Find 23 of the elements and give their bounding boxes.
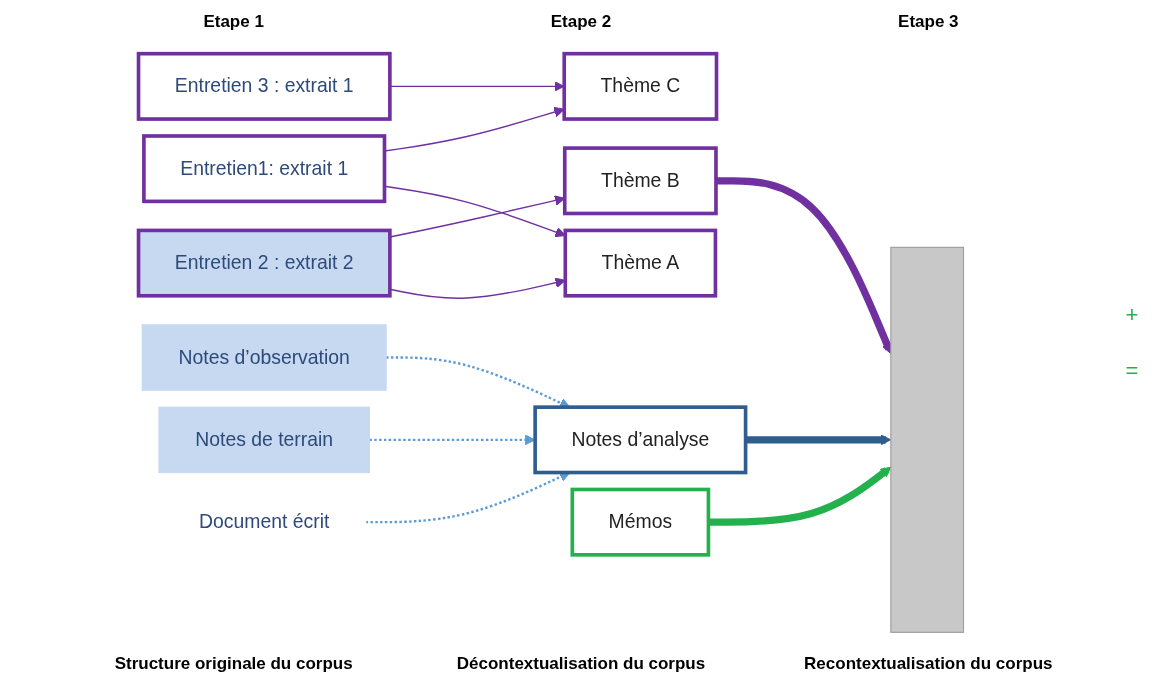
node-box: Entretien 2 : extrait 2 <box>136 228 392 298</box>
stage-caption: Recontextualisation du corpus <box>803 654 1054 674</box>
operator-sign: + <box>1125 302 1139 328</box>
arrow <box>745 434 892 446</box>
stage-caption: Structure originale du corpus <box>113 654 354 674</box>
node-box: Thème C <box>562 51 719 121</box>
stage-heading: Etape 1 <box>202 12 265 32</box>
operator-sign: = <box>1125 358 1139 384</box>
node-box: Entretien 3 : extrait 1 <box>136 51 392 121</box>
stage-heading: Etape 2 <box>549 12 613 32</box>
node-box: Entretien1: extrait 1 <box>142 134 387 204</box>
node-box: Thème B <box>562 146 718 216</box>
node-box: Notes d’observation <box>141 324 387 391</box>
arrow <box>708 466 892 526</box>
node-box: Notes de terrain <box>158 406 371 474</box>
stage-caption: Décontextualisation du corpus <box>455 654 707 674</box>
stage-heading: Etape 3 <box>897 12 960 32</box>
node-box: Notes d’analyse <box>533 405 748 475</box>
node-box <box>890 246 965 633</box>
node-box: Thème A <box>563 228 718 298</box>
node-box: Mémos <box>570 487 711 557</box>
arrow <box>715 177 893 354</box>
node-text: Document écrit <box>199 511 330 532</box>
